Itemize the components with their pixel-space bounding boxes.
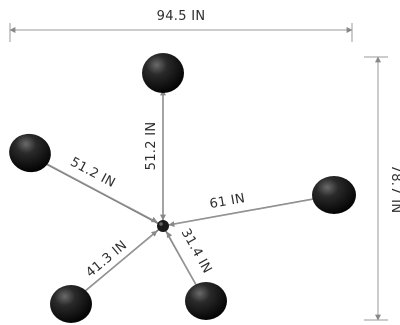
- arm-top-length-label: 51.2 IN: [144, 122, 159, 171]
- overall-depth-dimension: 78.7 IN: [364, 56, 400, 321]
- arm-lower-right-arrow: [166, 231, 202, 295]
- shade-lower-left: [50, 285, 92, 323]
- arms: [34, 86, 331, 303]
- shade-upper-left: [9, 133, 51, 173]
- center-hub: [157, 220, 169, 232]
- overall-depth-label: 78.7 IN: [388, 165, 400, 214]
- arm-dimension-arrows: [39, 89, 327, 300]
- overall-width-dimension: 94.5 IN: [9, 9, 353, 42]
- shade-right: [312, 176, 356, 214]
- arm-upper-left-arrow: [39, 159, 158, 223]
- shade-lower-right: [185, 282, 227, 320]
- arm-right-length-label: 61 IN: [208, 191, 246, 212]
- shade-top: [142, 53, 184, 93]
- arm-lower-left-arrow: [75, 230, 158, 300]
- overall-width-label: 94.5 IN: [157, 9, 206, 24]
- arm-right-arrow: [168, 194, 327, 228]
- shades: [9, 53, 356, 323]
- center-hub-highlight: [159, 222, 163, 226]
- arm-lower-right-length-label: 31.4 IN: [178, 226, 215, 276]
- arm-upper-left-length-label: 51.2 IN: [68, 155, 118, 191]
